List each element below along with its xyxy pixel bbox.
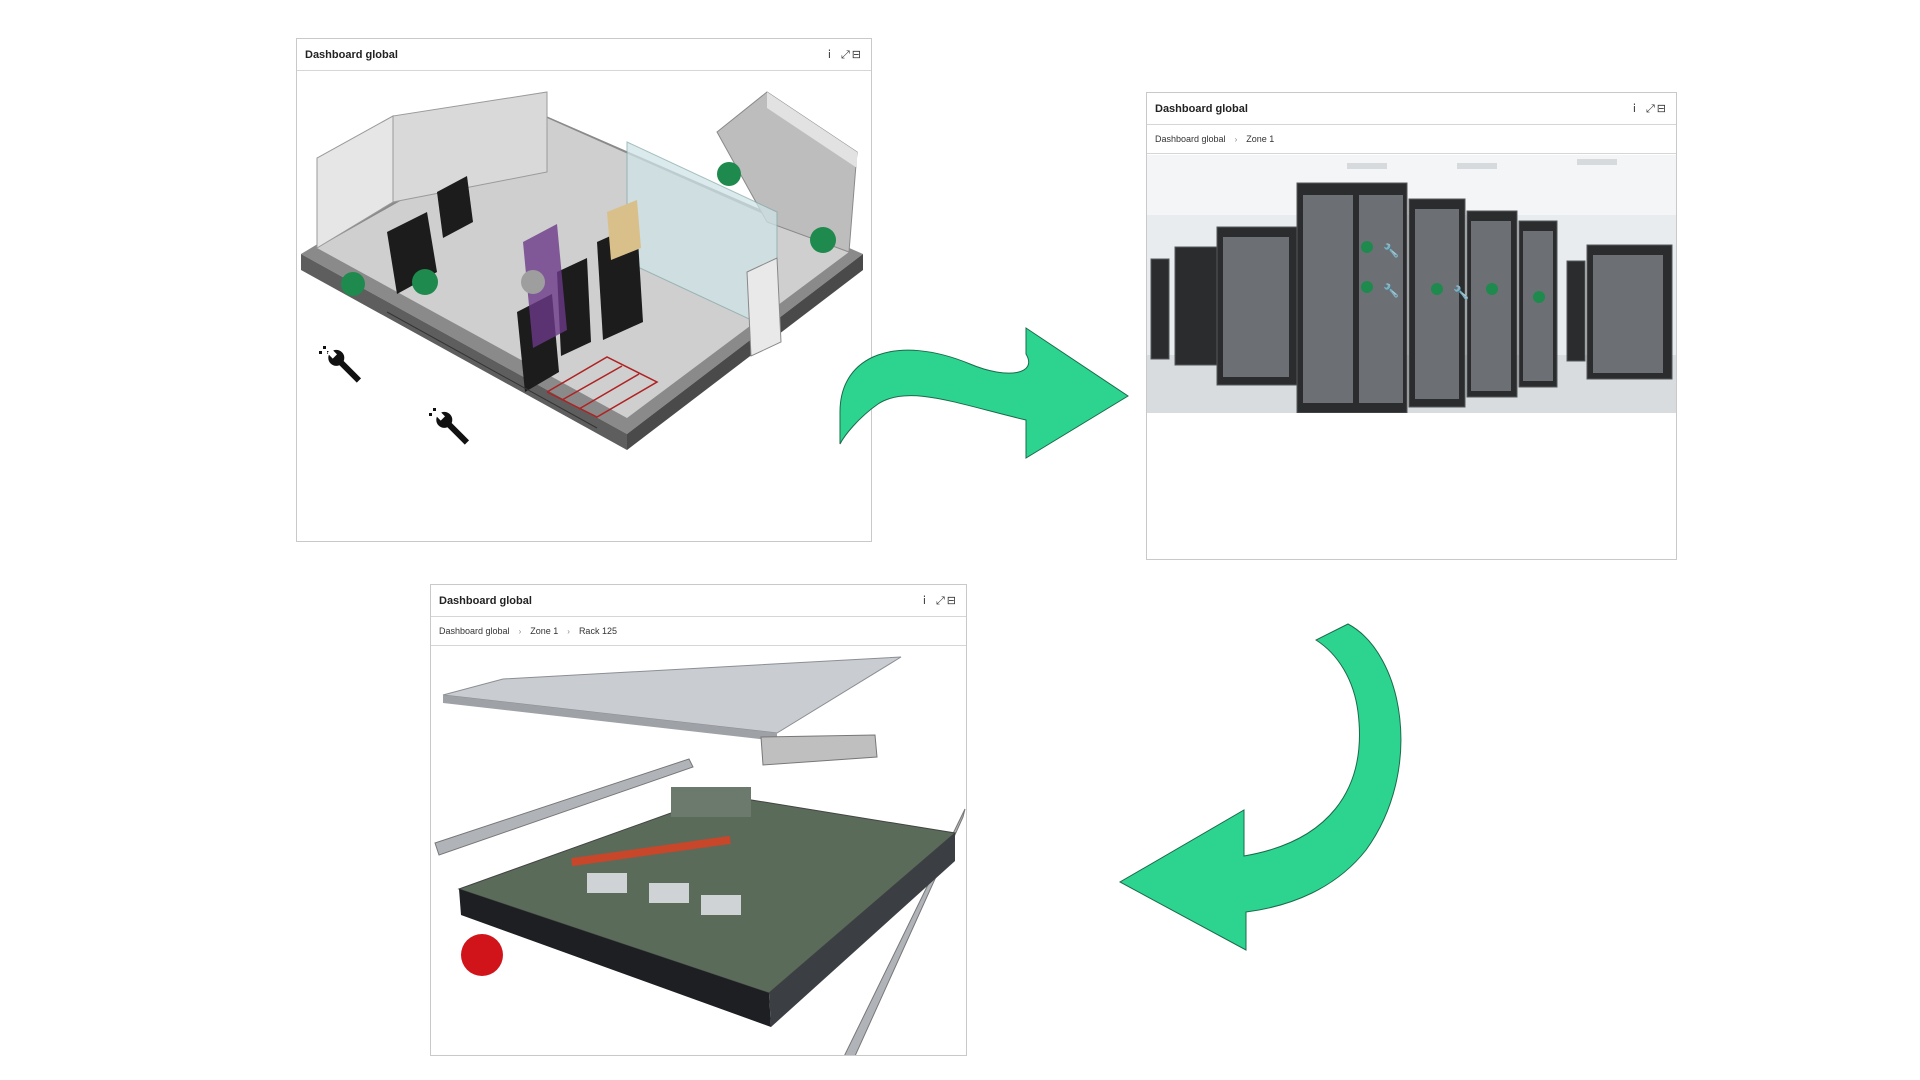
datacenter-3d-view[interactable]	[297, 72, 871, 541]
status-marker-ok[interactable]	[1431, 283, 1443, 295]
minimize-icon[interactable]: ⊟	[1656, 102, 1666, 115]
status-marker-ok[interactable]	[1533, 291, 1545, 303]
info-icon[interactable]: ⅰ	[922, 594, 926, 607]
panel-header: Dashboard global ⅰ ⤢ ⊟	[431, 585, 966, 617]
dashboard-panel-overview: Dashboard global ⅰ ⤢ ⊟	[296, 38, 872, 542]
dashboard-panel-rack: Dashboard global ⅰ ⤢ ⊟ Dashboard global …	[430, 584, 967, 1056]
wrench-icon[interactable]: 🔧	[1383, 242, 1399, 258]
panel-header: Dashboard global ⅰ ⤢ ⊟	[297, 39, 871, 71]
dashboard-panel-zone: Dashboard global ⅰ ⤢ ⊟ Dashboard global …	[1146, 92, 1677, 560]
status-marker-ok[interactable]	[412, 269, 438, 295]
breadcrumb-item[interactable]: Rack 125	[578, 626, 617, 636]
panel-title: Dashboard global	[1155, 102, 1248, 115]
wrench-icon[interactable]	[324, 345, 365, 386]
expand-icon[interactable]: ⤢	[935, 594, 945, 607]
panel-header: Dashboard global ⅰ ⤢ ⊟	[1147, 93, 1676, 125]
breadcrumb-item[interactable]: Dashboard global	[1155, 134, 1226, 144]
breadcrumb-item[interactable]: Zone 1	[530, 626, 559, 636]
info-icon[interactable]: ⅰ	[827, 48, 831, 61]
server-exploded-view[interactable]	[431, 647, 966, 1055]
status-marker-unknown[interactable]	[521, 270, 545, 294]
chevron-right-icon: ›	[567, 626, 570, 636]
status-marker-ok[interactable]	[341, 272, 365, 296]
breadcrumb: Dashboard global › Zone 1 › Rack 125	[431, 617, 966, 646]
expand-icon[interactable]: ⤢	[1645, 102, 1655, 115]
minimize-icon[interactable]: ⊟	[851, 48, 861, 61]
breadcrumb: Dashboard global › Zone 1	[1147, 125, 1676, 154]
status-marker-ok[interactable]	[1361, 281, 1373, 293]
panel-tools: ⅰ ⤢ ⊟	[923, 585, 956, 617]
chevron-right-icon: ›	[518, 626, 522, 636]
zone-room-view[interactable]: 🔧 🔧 🔧	[1147, 155, 1676, 559]
panel-tools: ⅰ ⤢ ⊟	[828, 39, 861, 71]
expand-icon[interactable]: ⤢	[840, 48, 850, 61]
minimize-icon[interactable]: ⊟	[946, 594, 956, 607]
arrow-down-left-icon	[1118, 623, 1402, 951]
breadcrumb-item[interactable]: Zone 1	[1246, 134, 1275, 144]
wrench-icon[interactable]: 🔧	[1383, 282, 1399, 298]
panel-tools: ⅰ ⤢ ⊟	[1633, 93, 1666, 125]
wrench-icon[interactable]: 🔧	[1453, 284, 1469, 300]
wrench-icon[interactable]	[432, 407, 473, 448]
status-marker-ok[interactable]	[1361, 241, 1373, 253]
status-marker-ok[interactable]	[810, 227, 836, 253]
info-icon[interactable]: ⅰ	[1632, 102, 1636, 115]
status-marker-ok[interactable]	[1486, 283, 1498, 295]
panel-title: Dashboard global	[305, 48, 398, 61]
breadcrumb-item[interactable]: Dashboard global	[439, 626, 510, 636]
status-marker-ok[interactable]	[717, 162, 741, 186]
arrow-right-icon	[839, 327, 1129, 459]
chevron-right-icon: ›	[1234, 134, 1238, 144]
status-marker-alert[interactable]	[461, 934, 503, 976]
panel-title: Dashboard global	[439, 594, 532, 607]
